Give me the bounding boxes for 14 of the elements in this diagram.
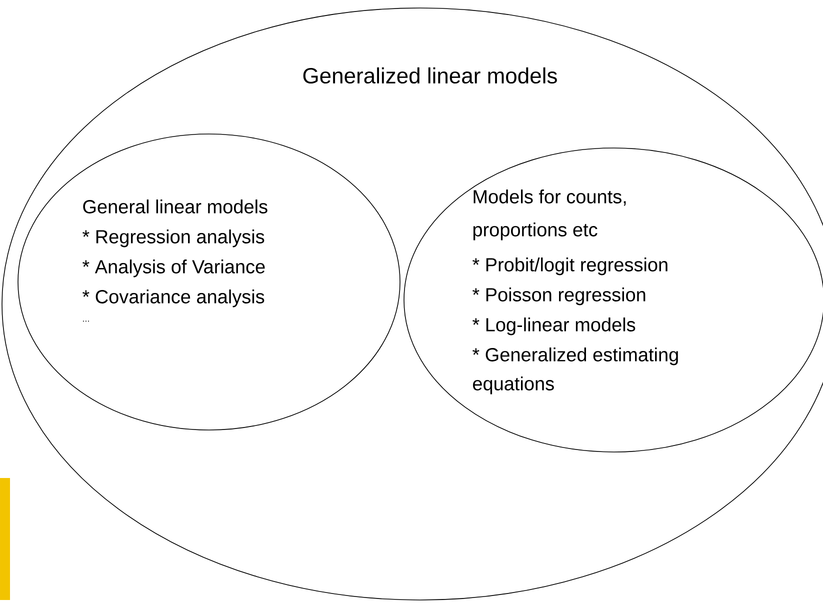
list-item: * Regression analysis: [82, 230, 264, 248]
list-item: * Probit/logit regression: [472, 258, 668, 276]
list-item: * Covariance analysis: [82, 290, 264, 308]
list-item: * Generalized estimating equations: [472, 347, 678, 394]
heading: Models for counts, proportions etc: [473, 190, 626, 240]
ellipse-region: [18, 134, 400, 430]
heading: General linear models: [83, 200, 268, 214]
list-item: * Analysis of Variance: [82, 260, 265, 278]
list-item: * Log-linear models: [472, 317, 636, 336]
title: Generalized linear models: [303, 67, 557, 84]
ellipse-region: [2, 8, 823, 600]
list-item: ...: [83, 320, 89, 322]
ellipse-region: [404, 148, 823, 452]
list-item: * Poisson regression: [472, 288, 646, 306]
